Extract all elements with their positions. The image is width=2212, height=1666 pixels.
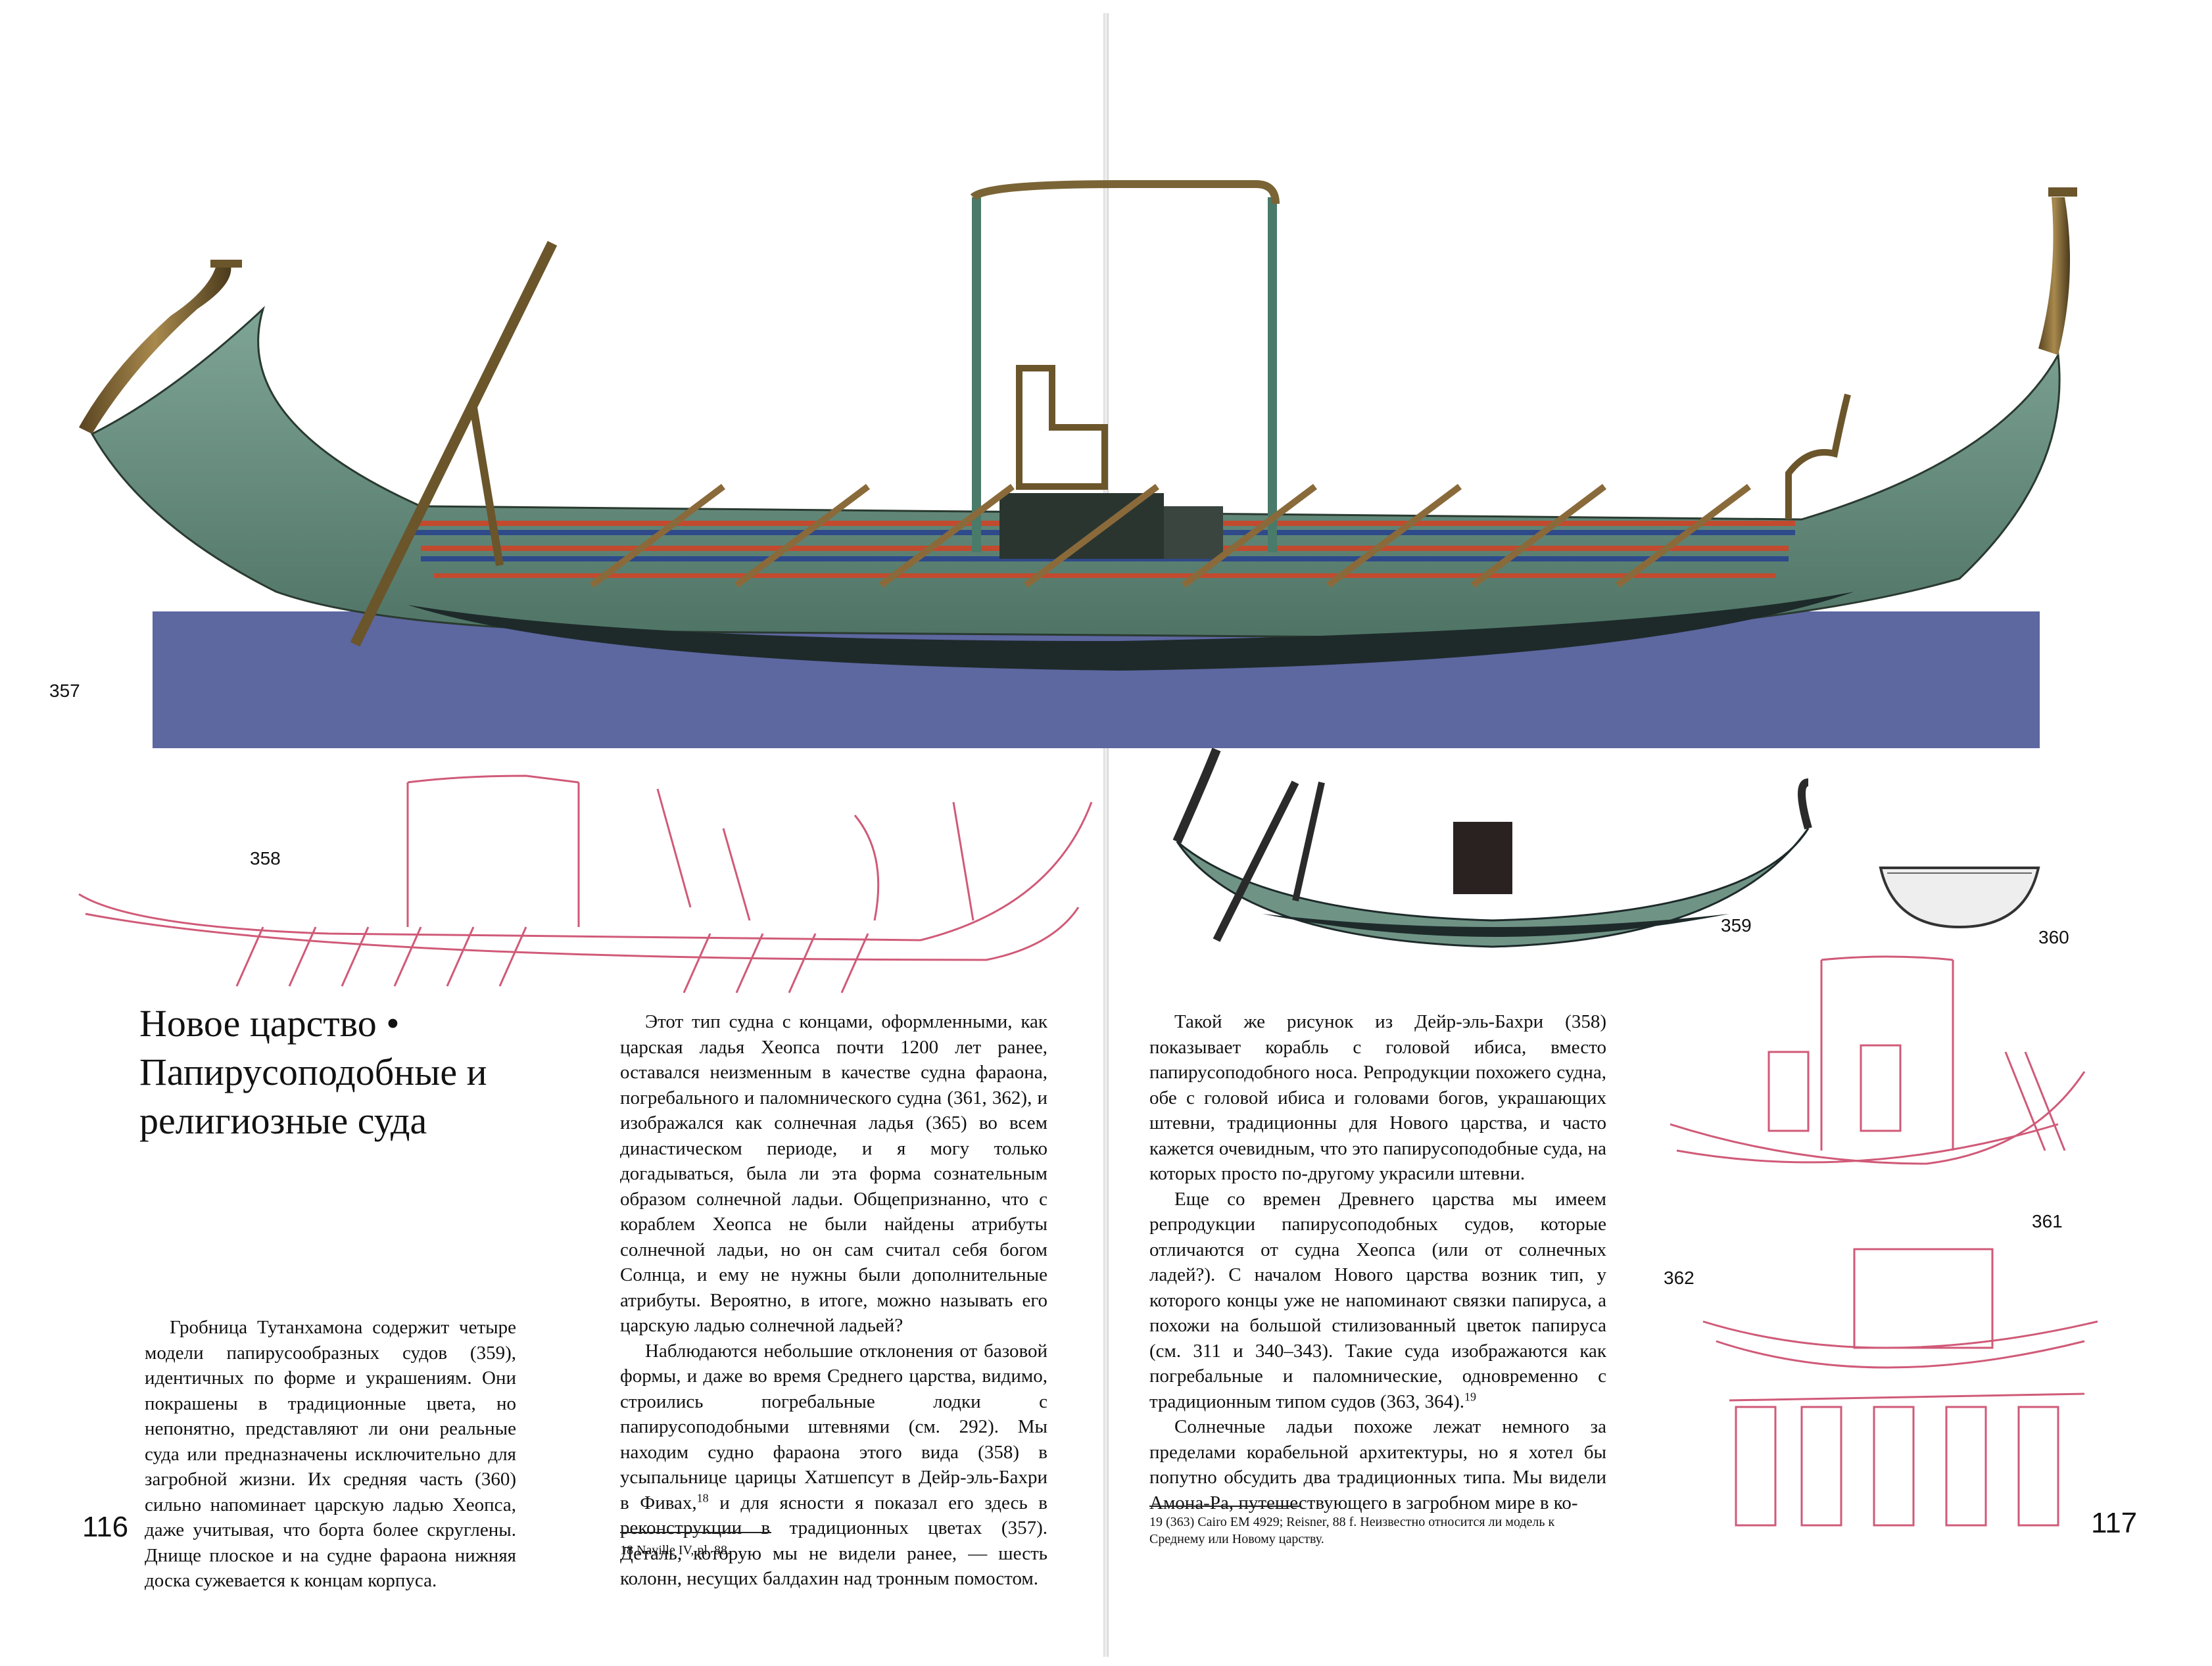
drawing-oars: [235, 926, 869, 993]
steering-oar: [350, 241, 558, 647]
footnote-rule-right: [1149, 1506, 1301, 1507]
figure-number-358: 358: [250, 848, 281, 869]
figure-359-model-boat: [1172, 748, 1812, 948]
figure-number-362: 362: [1664, 1268, 1695, 1288]
figure-361-line-drawing: [1670, 955, 2086, 1165]
footnote-19: 19 (363) Cairo EM 4929; Reisner, 88 f. Н…: [1149, 1515, 1555, 1546]
footnote-rule-left: [620, 1532, 771, 1533]
throne-chair: [1016, 365, 1108, 490]
col2-p2-text-a: Наблюдаются небольшие отклонения от базо…: [620, 1340, 1047, 1513]
model-bow: [1798, 778, 1812, 830]
figure-362-line-drawing: [1702, 1248, 2098, 1527]
hull-underside: [408, 592, 1854, 671]
dais-steps: [1164, 506, 1223, 559]
steering-post: [469, 407, 504, 566]
animal-figurehead: [1785, 393, 1851, 519]
figure-number-361: 361: [2032, 1211, 2063, 1231]
heading-line-3: религиозные суда: [139, 1099, 427, 1142]
stripe-red-low: [434, 573, 1775, 578]
canopy-pole-right: [1268, 197, 1277, 552]
text-column-2: Этот тип судна с концами, оформленными, …: [620, 1009, 1047, 1592]
text-column-3: Такой же рисунок из Дейр-эль-Бахри (358)…: [1149, 1009, 1606, 1515]
canopy-frame: [970, 180, 1280, 204]
footnote-ref-18: 18: [696, 1490, 709, 1504]
heading-line-1: Новое царство •: [139, 1002, 400, 1045]
footnote-ref-19: 19: [1464, 1389, 1477, 1403]
col2-p2-text-b: и для ясности я показал его здесь в реко…: [620, 1492, 1048, 1590]
page-gutter: [1103, 13, 1109, 1657]
model-hull: [1176, 828, 1810, 948]
col3-paragraph-2: Еще со времен Древнего царства мы имеем …: [1149, 1187, 1606, 1415]
chapter-heading: Новое царство • Папирусоподобные и религ…: [139, 999, 600, 1145]
col2-paragraph-1: Этот тип судна с концами, оформленными, …: [620, 1011, 1047, 1336]
figure-360-cross-section: [1879, 867, 2040, 929]
col3-paragraph-1: Такой же рисунок из Дейр-эль-Бахри (358)…: [1149, 1011, 1606, 1184]
figure-358-line-drawing: [78, 774, 1093, 993]
bow-post: [2038, 197, 2070, 355]
drawing-bearers: [1735, 1406, 2059, 1527]
figure-number-359: 359: [1721, 915, 1752, 936]
canopy-pole-left: [972, 197, 981, 552]
figure-number-357: 357: [49, 680, 80, 701]
heading-line-2: Папирусоподобные и: [139, 1051, 487, 1093]
hull-upper: [90, 306, 2061, 639]
footnote-18: 18 Naville IV, pl. 88.: [620, 1543, 731, 1558]
model-stern: [1172, 748, 1221, 844]
stern-finial: [210, 260, 242, 268]
model-hull-shadow: [1262, 914, 1729, 937]
figure-number-360: 360: [2038, 927, 2069, 947]
col1-paragraph-1: Гробница Тутанхамона содержит четыре мод…: [145, 1317, 516, 1591]
page-number-right: 117: [2091, 1507, 2138, 1539]
oars: [590, 484, 1751, 588]
bow-finial: [2048, 187, 2077, 197]
stern-post: [79, 263, 231, 434]
drawing-hull-base: [85, 907, 1080, 961]
figure-357-boat-reconstruction: [79, 180, 2077, 748]
text-column-1: Гробница Тутанхамона содержит четыре мод…: [145, 1315, 516, 1594]
model-cabin: [1453, 822, 1512, 894]
col2-paragraph-2: Наблюдаются небольшие отклонения от базо…: [620, 1339, 1047, 1592]
col3-p2-text: Еще со времен Древнего царства мы имеем …: [1149, 1188, 1606, 1412]
col3-paragraph-3: Солнечные ладьи похоже лежат немного за …: [1149, 1416, 1606, 1513]
drawing-hull: [78, 801, 1093, 941]
page-number-left: 116: [82, 1511, 129, 1543]
